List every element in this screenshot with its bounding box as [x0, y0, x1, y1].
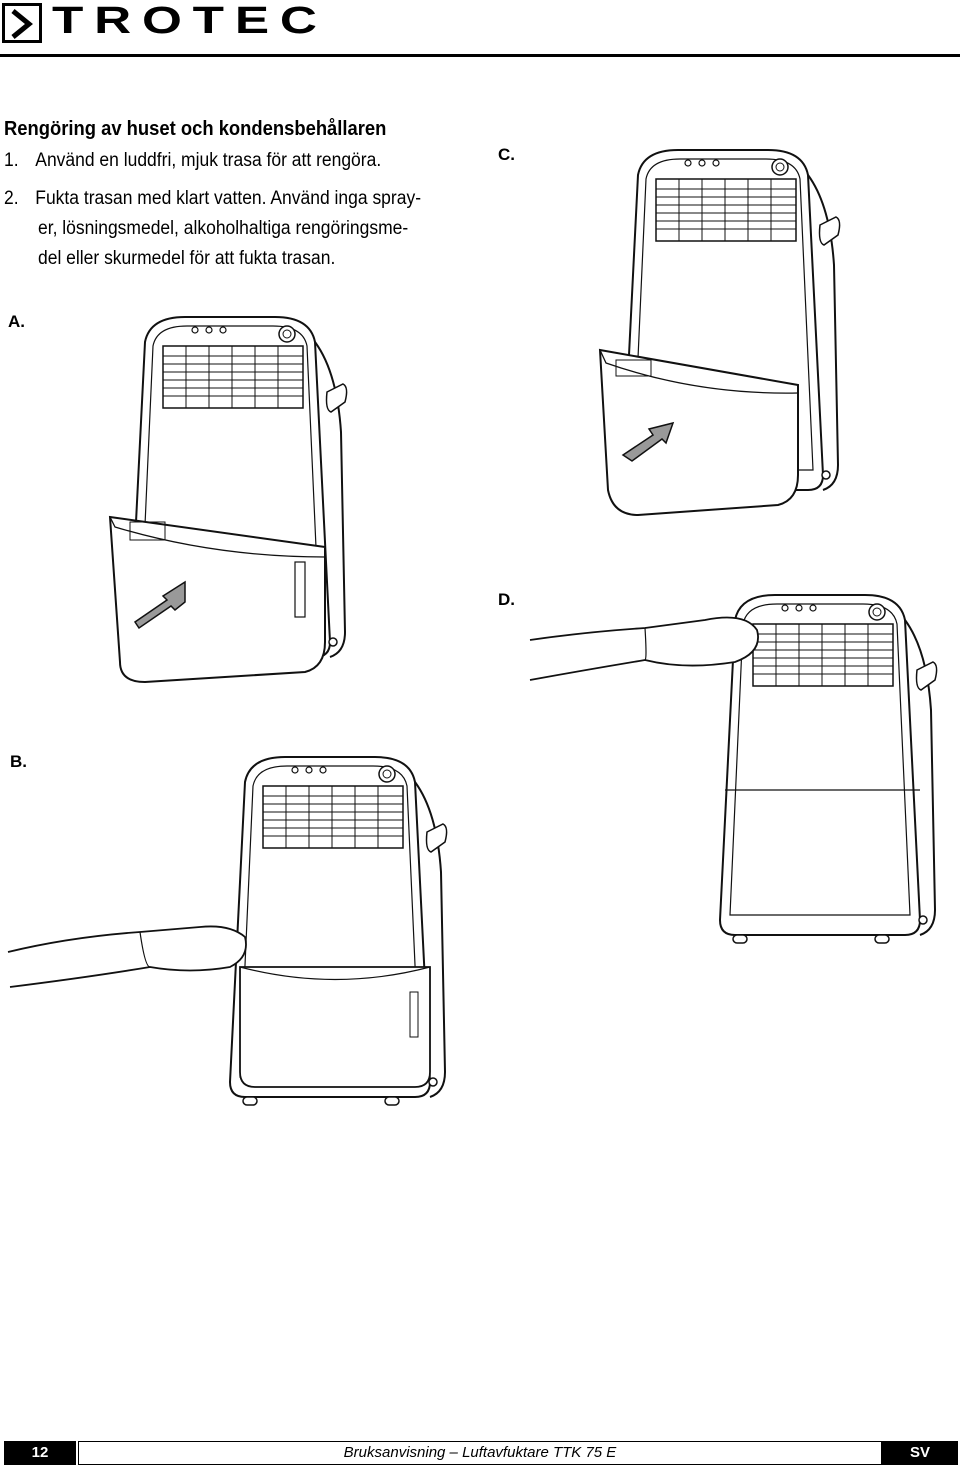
figure-d-illustration [529, 594, 938, 944]
language-code: SV [882, 1441, 958, 1465]
step-2-line-2: er, lösningsmedel, alkoholhaltiga rengör… [38, 218, 409, 239]
page-header: TROTEC [0, 0, 960, 60]
trotec-logo-icon [2, 3, 42, 43]
figure-c-illustration [598, 149, 841, 517]
figure-a-illustration [108, 316, 348, 684]
section-title: Rengöring av huset och kondensbehållaren [4, 118, 387, 140]
figure-label-a: A. [8, 312, 25, 331]
figure-label-c: C. [498, 145, 515, 164]
step-1: 1.Använd en luddfri, mjuk trasa för att … [4, 150, 382, 171]
figure-label-d: D. [498, 590, 515, 609]
page-number: 12 [4, 1441, 76, 1465]
figure-b-illustration [7, 756, 448, 1106]
page-footer: 12 Bruksanvisning – Luftavfuktare TTK 75… [0, 1441, 960, 1465]
brand-logo-text: TROTEC [52, 0, 328, 42]
figure-label-b: B. [10, 752, 27, 771]
step-2-line-3: del eller skurmedel för att fukta trasan… [38, 248, 336, 269]
step-2: 2.Fukta trasan med klart vatten. Använd … [4, 188, 422, 209]
document-title: Bruksanvisning – Luftavfuktare TTK 75 E [78, 1441, 882, 1465]
header-divider [0, 54, 960, 57]
